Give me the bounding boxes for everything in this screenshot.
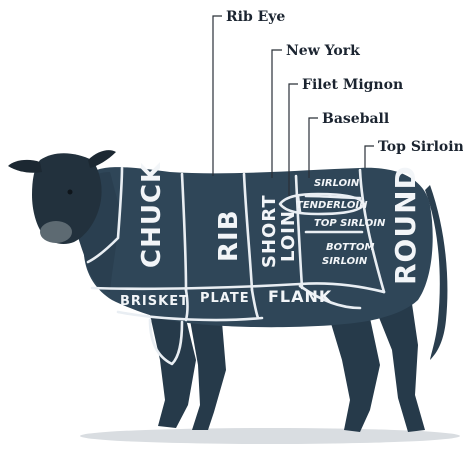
callout-rib-eye: Rib Eye: [226, 9, 285, 25]
callout-filet-mignon: Filet Mignon: [302, 77, 403, 93]
leader-baseball: [309, 118, 318, 178]
cut-flank: FLANK: [268, 287, 332, 306]
cut-bottom-sirloin-line2: SIRLOIN: [322, 256, 368, 267]
callout-new-york: New York: [286, 43, 360, 59]
callout-baseball: Baseball: [322, 111, 389, 127]
leader-rib-eye: [213, 16, 222, 176]
cut-loin: LOIN: [278, 210, 299, 262]
cut-round: ROUND: [389, 165, 422, 285]
cut-rib: RIB: [214, 209, 244, 262]
cut-plate: PLATE: [200, 291, 250, 306]
callout-top-sirloin: Top Sirloin: [378, 139, 463, 155]
cow-eye: [68, 190, 73, 195]
cut-short: SHORT: [259, 194, 280, 268]
ground-shadow: [80, 428, 460, 444]
cow-ear-right: [88, 150, 116, 168]
cut-brisket: BRISKET: [120, 294, 189, 309]
cut-chuck: CHUCK: [137, 162, 167, 268]
cut-sirloin: SIRLOIN: [314, 178, 360, 189]
cow-ear-left: [8, 160, 42, 173]
cut-bottom-sirloin-line1: BOTTOM: [326, 242, 374, 253]
cut-tenderloin: TENDERLOIN: [296, 200, 368, 211]
cut-top-sirloin: TOP SIRLOIN: [314, 218, 386, 229]
cow-muzzle: [40, 221, 72, 243]
leader-top-sirloin: [365, 146, 374, 168]
leader-new-york: [272, 50, 282, 178]
